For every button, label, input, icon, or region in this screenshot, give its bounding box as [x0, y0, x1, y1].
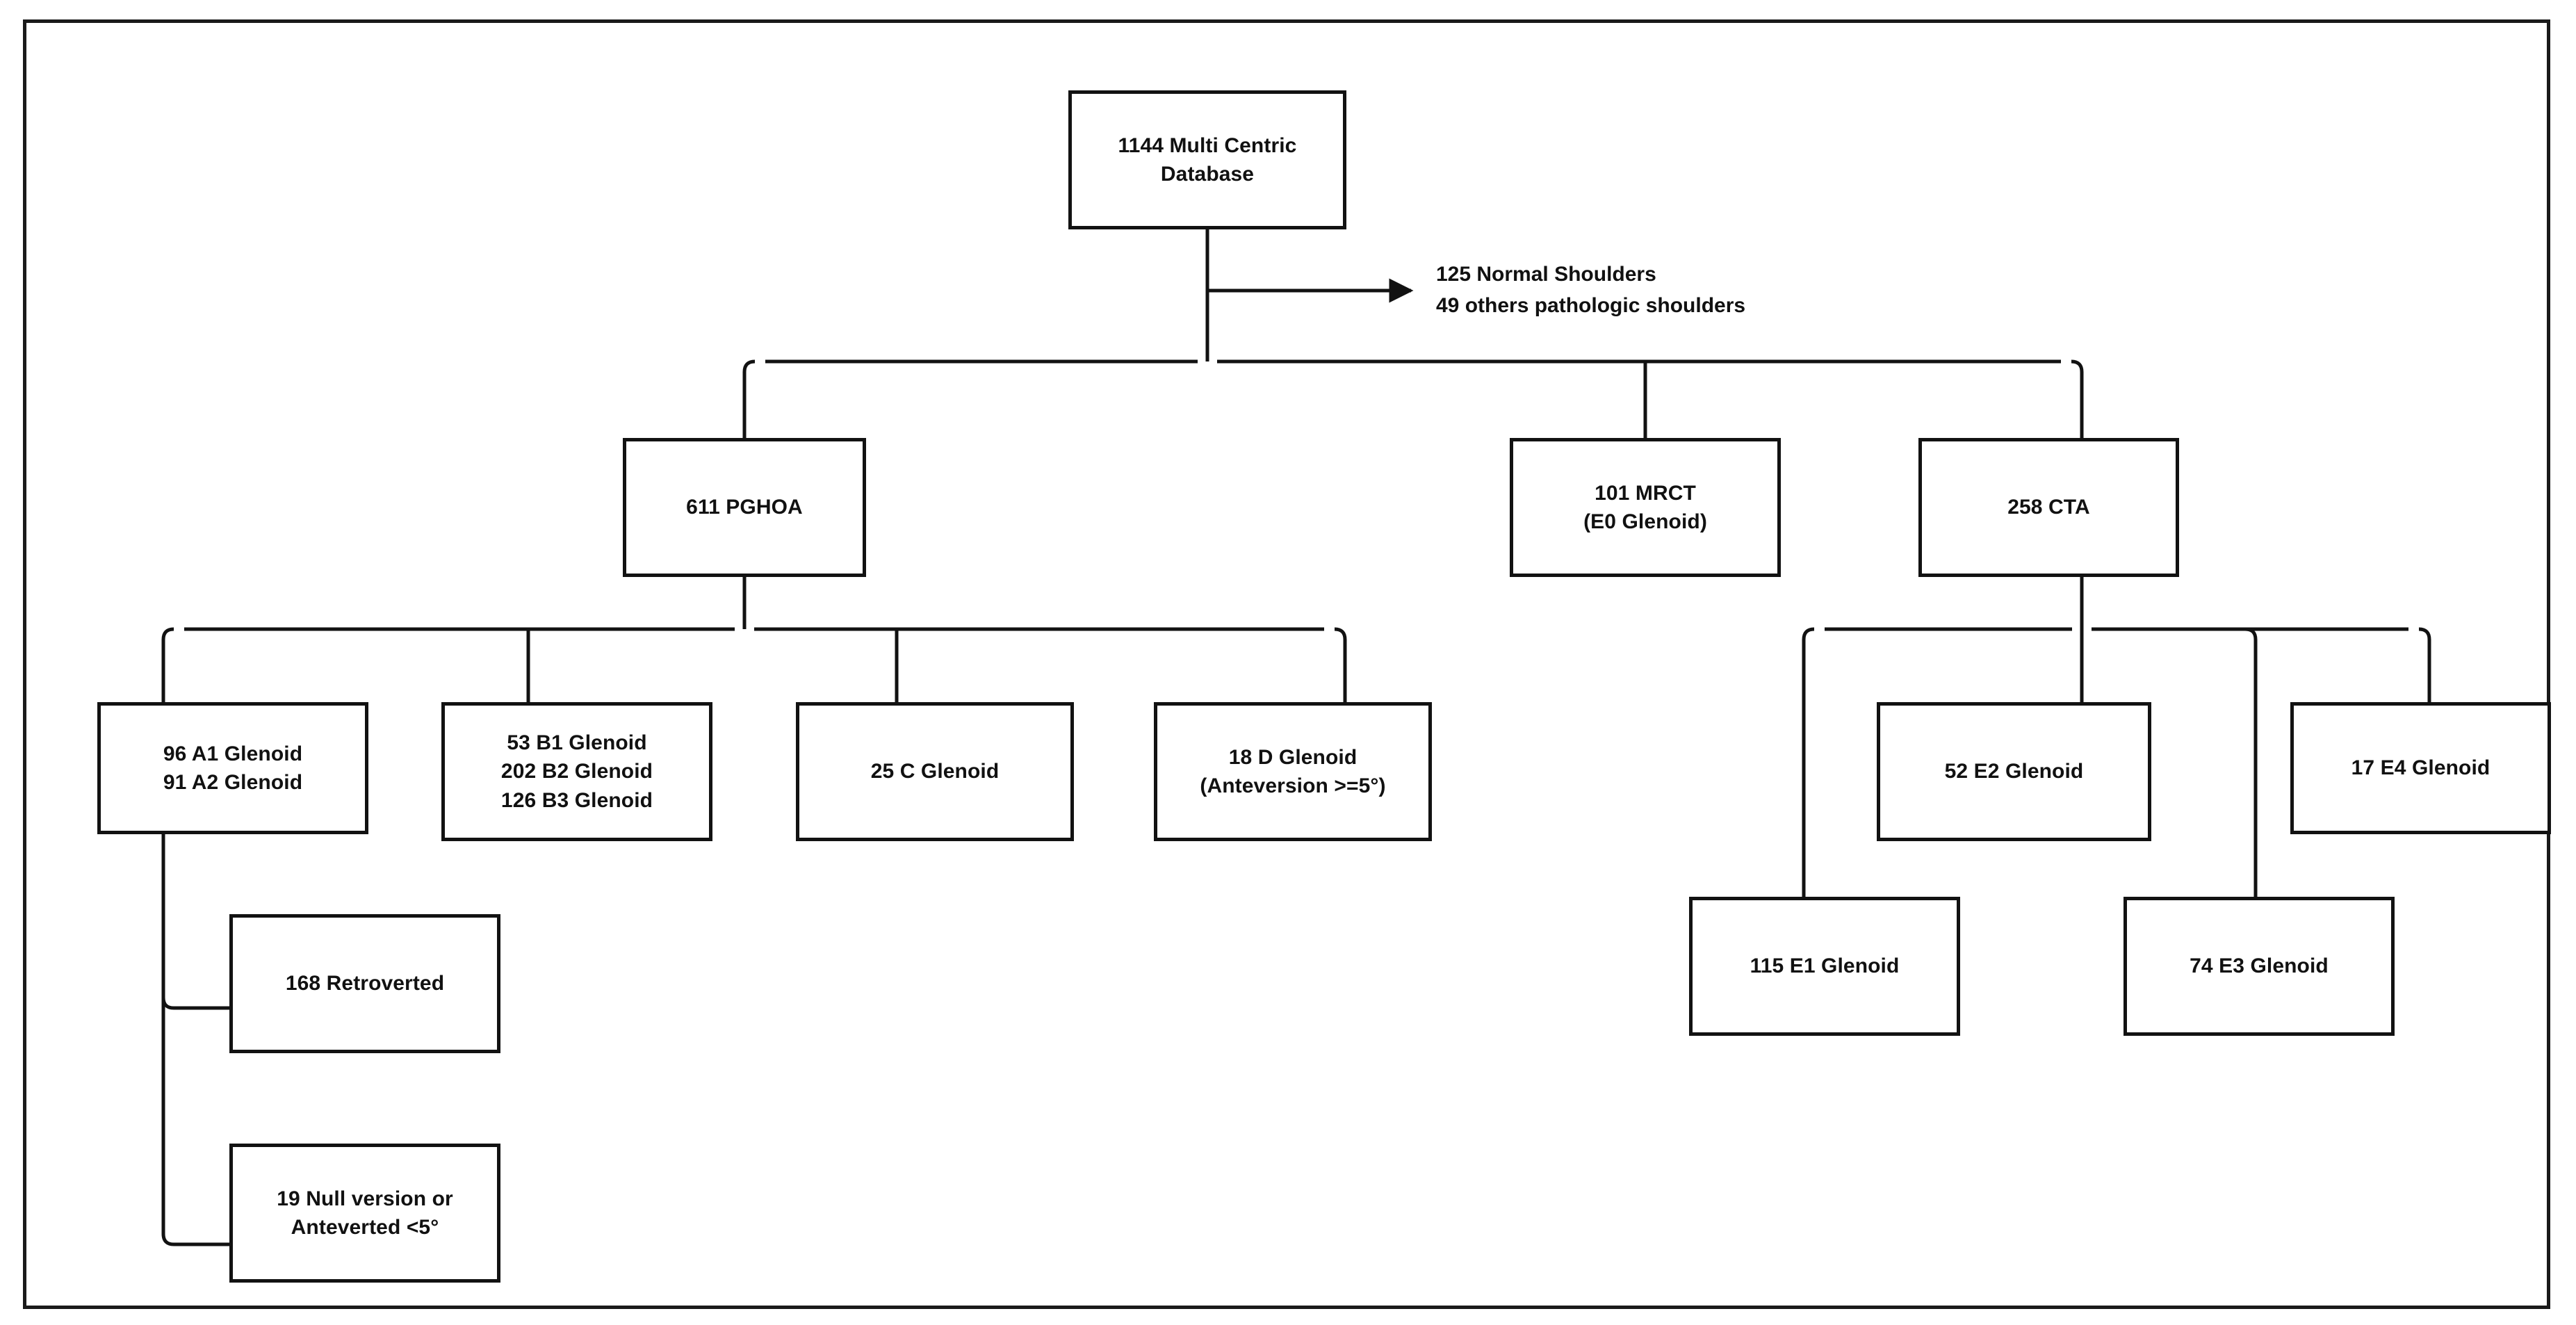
node-e2-glenoid-line-1: 52 E2 Glenoid: [1944, 760, 2084, 783]
excluded-note: 125 Normal Shoulders 49 others pathologi…: [1436, 259, 1745, 321]
node-cta[interactable]: 258 CTA: [1918, 438, 2179, 577]
node-d-glenoid[interactable]: 18 D Glenoid (Anteversion >=5°): [1154, 702, 1432, 841]
node-b-glenoid[interactable]: 53 B1 Glenoid 202 B2 Glenoid 126 B3 Glen…: [441, 702, 712, 841]
node-root[interactable]: 1144 Multi Centric Database: [1068, 90, 1346, 229]
node-e4-glenoid-line-1: 17 E4 Glenoid: [2351, 756, 2491, 780]
node-e3-glenoid[interactable]: 74 E3 Glenoid: [2123, 897, 2395, 1036]
node-a-glenoid[interactable]: 96 A1 Glenoid 91 A2 Glenoid: [97, 702, 368, 834]
node-retroverted[interactable]: 168 Retroverted: [229, 914, 500, 1053]
figure-border: [23, 19, 2550, 1309]
node-a-glenoid-line-2: 91 A2 Glenoid: [163, 771, 303, 794]
node-e3-glenoid-line-1: 74 E3 Glenoid: [2190, 954, 2329, 978]
node-mrct-line-1: 101 MRCT: [1595, 481, 1696, 505]
node-pghoa-line-1: 611 PGHOA: [686, 496, 803, 519]
node-null-version-line-1: 19 Null version or: [277, 1187, 453, 1210]
node-d-glenoid-line-2: (Anteversion >=5°): [1200, 774, 1386, 797]
node-c-glenoid[interactable]: 25 C Glenoid: [796, 702, 1074, 841]
node-b-glenoid-line-3: 126 B3 Glenoid: [500, 788, 653, 812]
node-b-glenoid-line-1: 53 B1 Glenoid: [507, 731, 647, 754]
node-e2-glenoid[interactable]: 52 E2 Glenoid: [1877, 702, 2151, 841]
excluded-note-line-1: 125 Normal Shoulders: [1436, 263, 1656, 286]
node-retroverted-line-1: 168 Retroverted: [285, 972, 445, 995]
node-pghoa[interactable]: 611 PGHOA: [623, 438, 866, 577]
node-mrct-line-2: (E0 Glenoid): [1583, 510, 1707, 533]
node-b-glenoid-line-2: 202 B2 Glenoid: [500, 760, 653, 783]
excluded-note-line-2: 49 others pathologic shoulders: [1436, 294, 1746, 317]
node-c-glenoid-line-1: 25 C Glenoid: [870, 760, 1000, 783]
node-root-line-2: Database: [1160, 163, 1255, 186]
node-e4-glenoid[interactable]: 17 E4 Glenoid: [2290, 702, 2551, 834]
node-cta-line-1: 258 CTA: [2007, 496, 2090, 519]
node-d-glenoid-line-1: 18 D Glenoid: [1228, 745, 1358, 769]
node-a-glenoid-line-1: 96 A1 Glenoid: [163, 742, 303, 765]
node-mrct[interactable]: 101 MRCT (E0 Glenoid): [1510, 438, 1781, 577]
node-root-line-1: 1144 Multi Centric: [1118, 133, 1297, 157]
node-e1-glenoid-line-1: 115 E1 Glenoid: [1750, 954, 1900, 978]
node-e1-glenoid[interactable]: 115 E1 Glenoid: [1689, 897, 1960, 1036]
node-null-version[interactable]: 19 Null version or Anteverted <5°: [229, 1144, 500, 1283]
node-null-version-line-2: Anteverted <5°: [291, 1216, 439, 1239]
